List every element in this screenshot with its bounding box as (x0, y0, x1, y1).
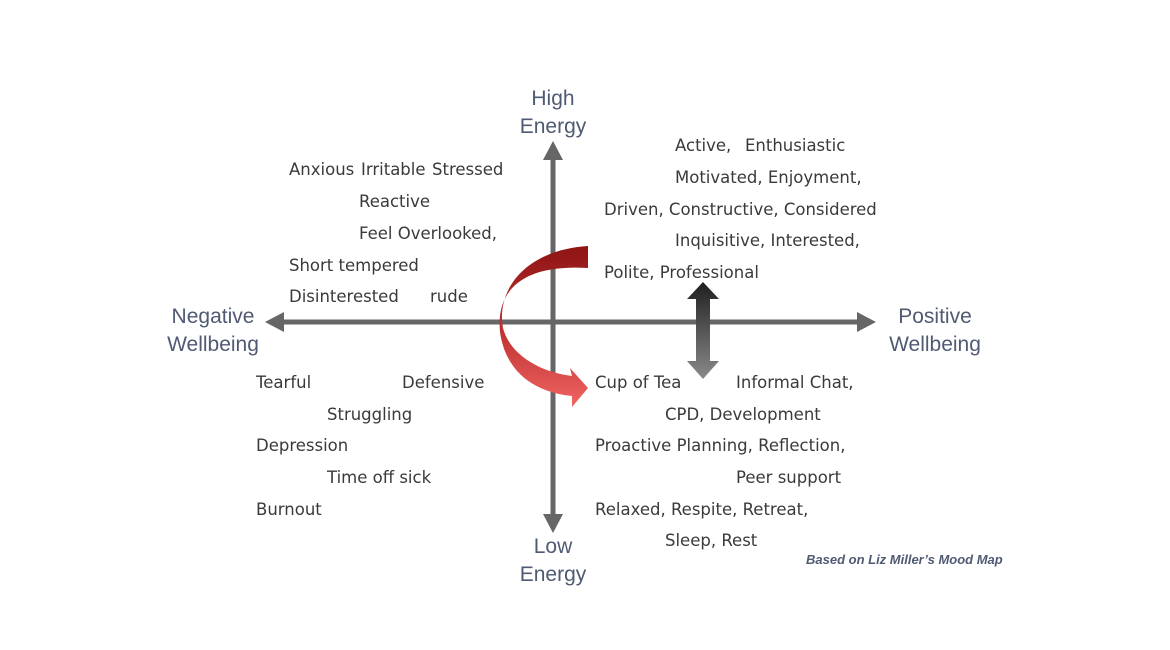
axis-label-high-energy: High Energy (519, 87, 587, 138)
word-proactive-planning-reflection: Proactive Planning, Reflection, (595, 436, 846, 455)
word-informal-chat: Informal Chat, (736, 373, 854, 392)
axis-label-positive-wellbeing: Positive Wellbeing (889, 305, 981, 356)
credit-note: Based on Liz Miller’s Mood Map (806, 552, 1003, 567)
arrow-right-icon (857, 312, 876, 332)
word-cpd-development: CPD, Development (665, 405, 821, 424)
word-driven-constructive-considered: Driven, Constructive, Considered (604, 200, 877, 219)
word-reactive: Reactive (359, 192, 431, 211)
arrow-up-icon (543, 141, 563, 160)
word-depression: Depression (256, 436, 349, 455)
axis-label-low-energy: Low Energy (519, 535, 587, 586)
arrow-left-icon (265, 312, 284, 332)
word-rude: rude (430, 287, 468, 306)
word-stressed: Stressed (432, 160, 504, 179)
word-time-off-sick: Time off sick (327, 468, 432, 487)
word-struggling: Struggling (327, 405, 413, 424)
word-anxious: Anxious (289, 160, 355, 179)
word-peer-support: Peer support (736, 468, 842, 487)
word-cup-of-tea: Cup of Tea (595, 373, 682, 392)
double-arrow-icon (687, 282, 719, 379)
word-sleep-rest: Sleep, Rest (665, 531, 758, 550)
word-inquisitive-interested: Inquisitive, Interested, (675, 231, 860, 250)
word-polite-professional: Polite, Professional (604, 263, 759, 282)
word-disinterested: Disinterested (289, 287, 399, 306)
word-irritable: Irritable (361, 160, 426, 179)
word-relaxed-respite-retreat: Relaxed, Respite, Retreat, (595, 500, 809, 519)
word-enthusiastic: Enthusiastic (745, 136, 846, 155)
word-tearful: Tearful (256, 373, 312, 392)
vertical-axis (543, 141, 563, 533)
word-burnout: Burnout (256, 500, 322, 519)
axis-label-negative-wellbeing: Negative Wellbeing (167, 305, 259, 356)
word-short-tempered: Short tempered (289, 256, 419, 275)
word-feel-overlooked: Feel Overlooked, (359, 224, 498, 243)
word-defensive: Defensive (402, 373, 485, 392)
word-active: Active, (675, 136, 732, 155)
arrow-down-icon (543, 514, 563, 533)
curved-arrow-icon (499, 246, 588, 407)
word-motivated-enjoyment: Motivated, Enjoyment, (675, 168, 862, 187)
horizontal-axis (265, 312, 876, 332)
